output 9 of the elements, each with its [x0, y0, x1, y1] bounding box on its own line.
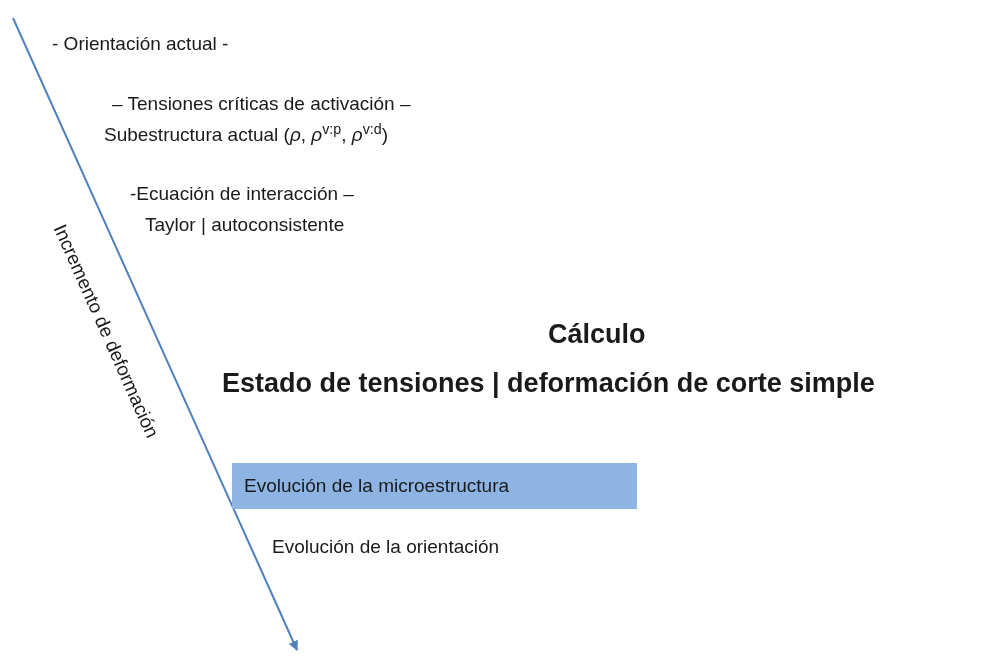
- heading: Cálculo: [548, 318, 646, 351]
- list-item: Taylor | autoconsistente: [145, 213, 345, 237]
- list-item: Subestructura actual (ρ, ρ$^{v:p}$, ρ$^{v:d}$): [104, 121, 389, 147]
- list-item: Evolución de la orientación: [272, 535, 500, 559]
- list-item: -Ecuación de interacción –: [130, 182, 354, 206]
- list-item: - Orientación actual -: [52, 32, 229, 56]
- list-item: – Tensiones críticas de activación –: [112, 92, 411, 116]
- highlight-box: Evolución de la microestructura: [232, 463, 637, 509]
- heading: Estado de tensiones | deformación de corte simple: [222, 367, 875, 400]
